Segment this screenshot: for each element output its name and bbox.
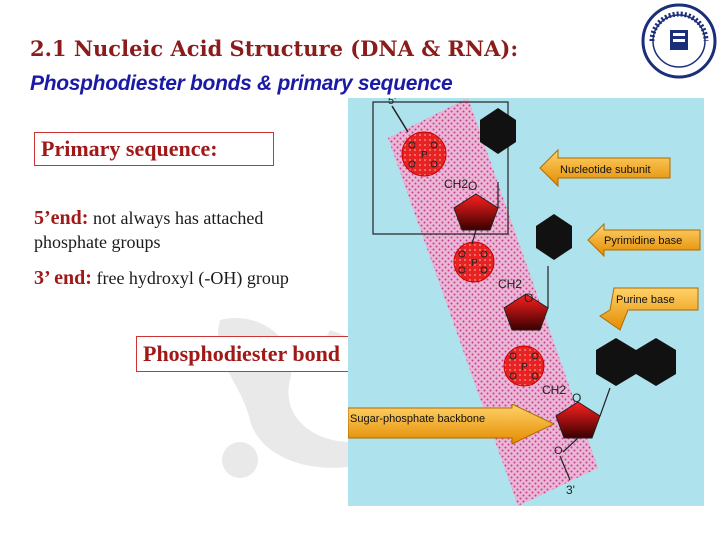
base-hexagon-3a — [596, 338, 636, 386]
o-label-2: O — [524, 291, 533, 305]
svg-text:Sugar-phosphate backbone: Sugar-phosphate backbone — [350, 413, 485, 425]
sugar-phosphate-backbone — [388, 98, 598, 506]
five-prime-end-note: 5’end: not always has attached phosphate… — [34, 206, 324, 254]
purine-base-callout: Purine base — [599, 287, 699, 331]
phosphate-group-2: P — [453, 241, 495, 283]
svg-text:O: O — [554, 445, 563, 457]
slide-title: 2.1 Nucleic Acid Structure (DNA & RNA): — [30, 36, 519, 61]
phosphate-group-3: P — [503, 345, 545, 387]
o-label-3: O — [572, 391, 581, 405]
primary-sequence-label: Primary sequence: — [34, 132, 274, 166]
svg-text:P: P — [421, 150, 428, 161]
three-prime-label: 3' — [566, 483, 575, 497]
svg-text:Nucleotide subunit: Nucleotide subunit — [560, 164, 651, 176]
ch2-label-3: CH2 — [542, 383, 566, 397]
svg-text:P: P — [471, 258, 478, 269]
five-prime-end-key: 5’end: — [34, 207, 89, 229]
slide-subtitle: Phosphodiester bonds & primary sequence — [30, 72, 453, 95]
svg-text:P: P — [521, 362, 528, 373]
sugar-phosphate-backbone-callout: Sugar-phosphate backbone — [348, 404, 556, 445]
university-logo — [641, 3, 717, 79]
pyrimidine-base-callout: Pyrimidine base — [587, 222, 701, 258]
sugar-pentagon-2 — [503, 293, 549, 331]
base-hexagon-2 — [536, 214, 572, 260]
ch2-label-2: CH2 — [498, 277, 522, 291]
nucleotide-subunit-frame — [372, 101, 509, 235]
svg-text:Pyrimidine base: Pyrimidine base — [604, 235, 682, 247]
phosphate-group-1: P — [401, 131, 447, 177]
svg-text:Purine base: Purine base — [616, 294, 675, 306]
ch2-label-1: CH2 — [444, 177, 468, 191]
nucleotide-subunit-callout: Nucleotide subunit — [539, 148, 671, 188]
three-prime-end-note: 3’ end: free hydroxyl (-OH) group — [34, 266, 294, 290]
o-label-1: O — [468, 179, 477, 193]
five-prime-label: 5' — [388, 98, 396, 107]
three-prime-end-key: 3’ end: — [34, 267, 92, 289]
three-prime-end-text: free hydroxyl (-OH) group — [91, 268, 289, 288]
five-prime-end-text: not always has attached phosphate groups — [34, 208, 264, 252]
base-hexagon-1 — [480, 108, 516, 154]
base-hexagon-3b — [636, 338, 676, 386]
